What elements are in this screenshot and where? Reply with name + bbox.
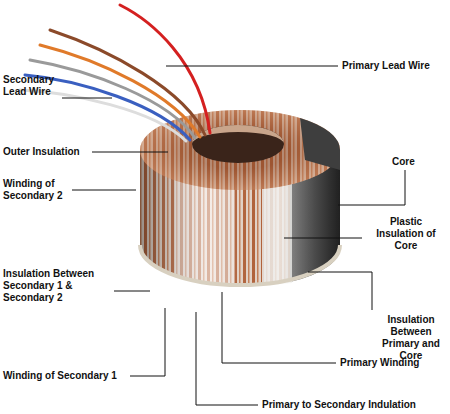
part-label: Winding of Secondary 2: [3, 178, 73, 202]
part-label: Primary Winding: [340, 357, 419, 369]
part-label: Core: [392, 156, 415, 168]
part-label: Insulation Between Secondary 1 & Seconda…: [3, 268, 113, 304]
part-label: Insulation Between Primary and Core: [376, 314, 446, 362]
part-label: Plastic Insulation of Core: [366, 216, 446, 252]
part-label: Outer Insulation: [3, 146, 80, 158]
part-label: Primary Lead Wire: [342, 60, 430, 72]
part-label: Secondary Lead Wire: [3, 74, 63, 98]
part-label: Primary to Secondary Indulation: [262, 399, 416, 411]
part-label: Winding of Secondary 1: [3, 370, 128, 382]
